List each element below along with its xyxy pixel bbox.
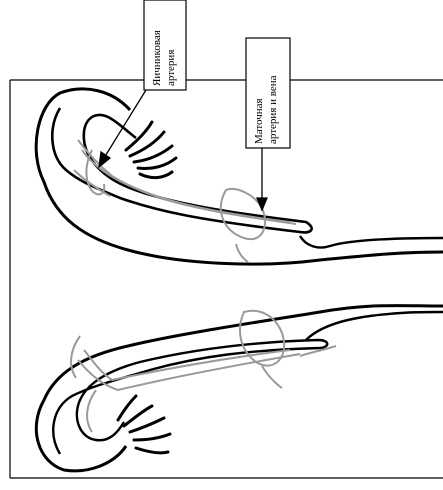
uterine-vessels-text-line2: артерия и вена: [267, 75, 279, 144]
uterine-vessels-text-line1: Маточная: [253, 98, 265, 144]
figure-frame: [10, 80, 443, 478]
cervix-outline: [300, 236, 443, 248]
ovarian-artery-text-line1: Яичниковая: [151, 30, 163, 86]
ovarian-artery-label: Яичниковая артерия: [144, 0, 186, 90]
ovarian-artery-text-line2: артерия: [165, 50, 177, 86]
uterine-vessels-arrow: [257, 148, 267, 210]
uterus-outer-outline: [36, 89, 443, 471]
uterine-vessels-label: Маточная артерия и вена: [246, 38, 290, 148]
upper-fimbriae: [126, 122, 176, 178]
lower-fimbriae: [118, 396, 170, 453]
blood-vessels: [71, 140, 336, 432]
cervix-lower-outline: [306, 312, 443, 340]
